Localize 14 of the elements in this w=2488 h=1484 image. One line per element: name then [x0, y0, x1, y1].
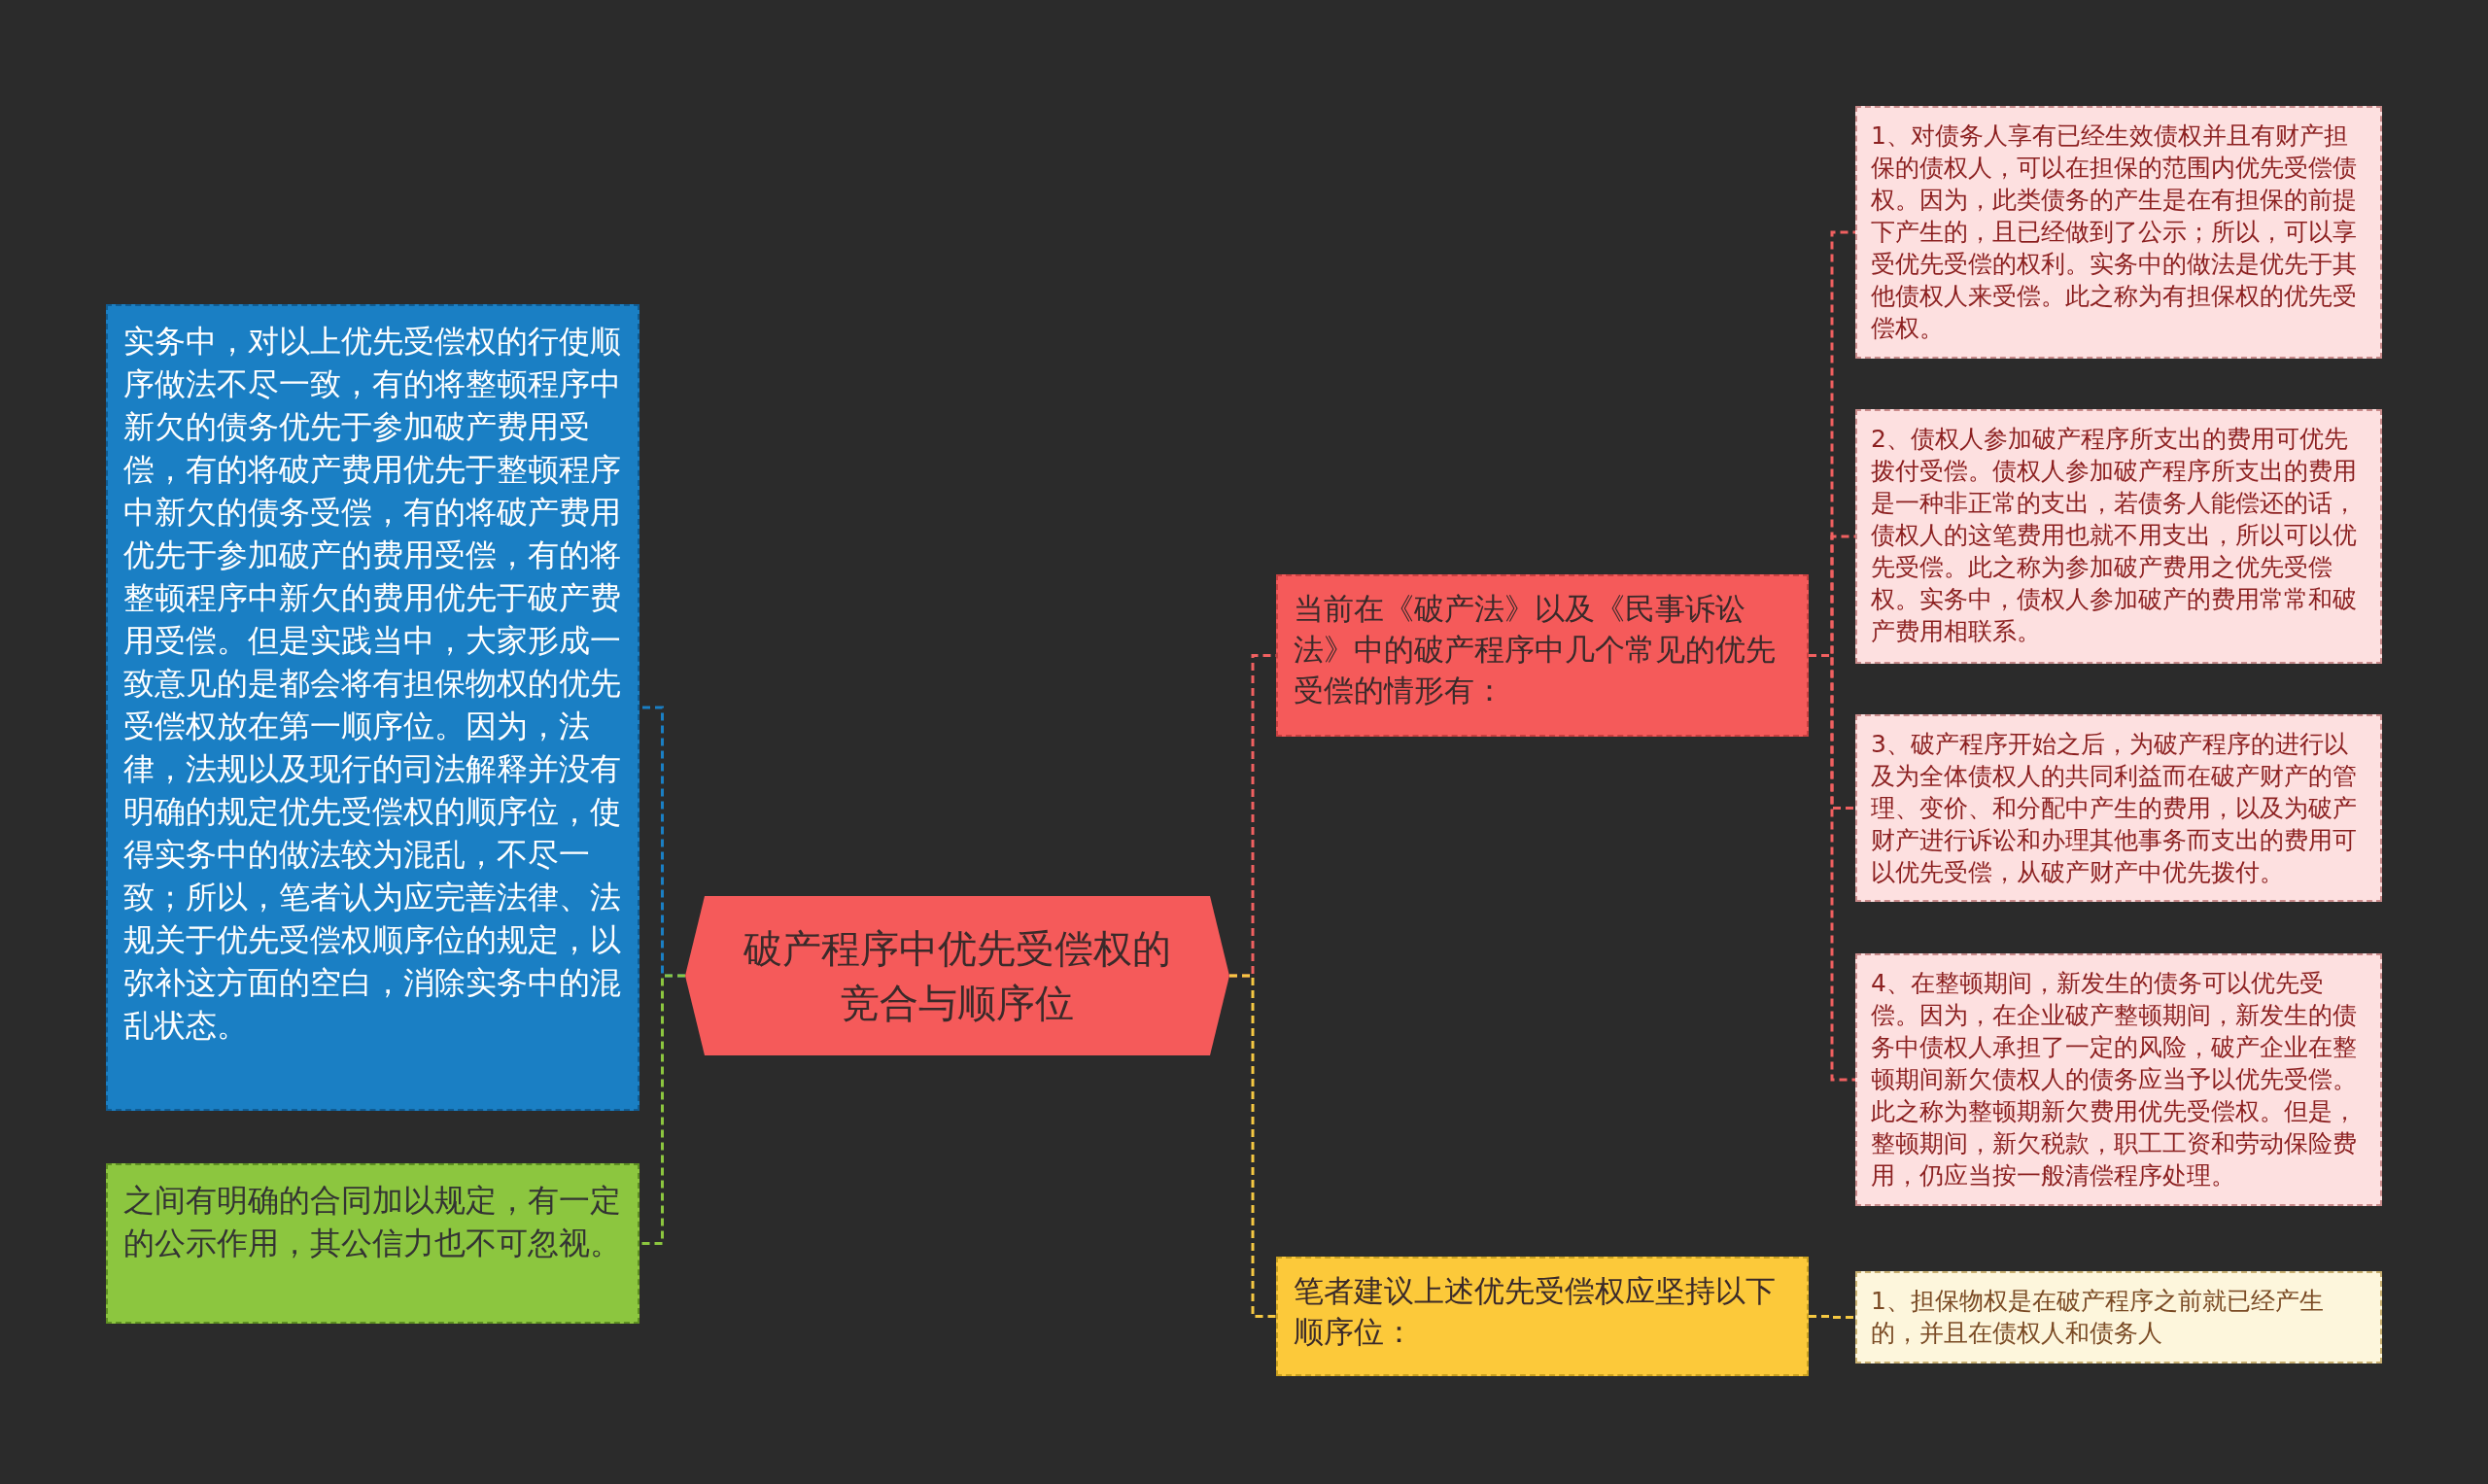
detail-box: 2、债权人参加破产程序所支出的费用可优先拨付受偿。债权人参加破产程序所支出的费用是一种非正常的支出，若债务人能偿还的话，债权人的这笔费用也就不用支出，所以可以优先受偿。此之称为参加破产费用之优先受偿权。实务中，债权人参加破产的费用常常和破产费用相联系。 — [1855, 409, 2382, 664]
connector-line — [1809, 654, 1855, 1082]
detail-box: 1、担保物权是在破产程序之前就已经产生的，并且在债权人和债务人 — [1855, 1271, 2382, 1363]
connector-line — [1229, 974, 1276, 1318]
subtopic-box: 实务中，对以上优先受偿权的行使顺序做法不尽一致，有的将整顿程序中新欠的债务优先于参加破产费用受偿，有的将破产费用优先于整顿程序中新欠的债务受偿，有的将破产费用优先于参加破产的费用受偿，有的将整顿程序中新欠的费用优先于破产费用受偿。但是实践当中，大家形成一致意见的是都会将有担保物权的优先受偿权放在第一顺序位。因为，法律，法规以及现行的司法解释并没有明确的规定优先受偿权的顺序位，使得实务中的做法较为混乱，不尽一致；所以，笔者认为应完善法律、法规关于优先受偿权顺序位的规定，以弥补这方面的空白，消除实务中的混乱状态。 — [106, 304, 639, 1111]
connector-line — [1809, 1315, 1855, 1319]
central-topic-hexagon: 破产程序中优先受偿权的竞合与顺序位 — [685, 896, 1229, 1055]
subtopic-box: 之间有明确的合同加以规定，有一定的公示作用，其公信力也不可忽视。 — [106, 1163, 639, 1324]
detail-box: 3、破产程序开始之后，为破产程序的进行以及为全体债权人的共同利益而在破产财产的管理、变价、和分配中产生的费用，以及为破产财产进行诉讼和办理其他事务而支出的费用可以优先受偿，从破产财产中优先拨付。 — [1855, 714, 2382, 902]
detail-box: 4、在整顿期间，新发生的债务可以优先受偿。因为，在企业破产整顿期间，新发生的债务中债权人承担了一定的风险，破产企业在整顿期间新欠债权人的债务应当予以优先受偿。此之称为整顿期新欠费用优先受偿权。但是，整顿期间，新欠税款，职工工资和劳动保险费用，仍应当按一般清偿程序处理。 — [1855, 953, 2382, 1206]
subtopic-box: 笔者建议上述优先受偿权应坚持以下顺序位： — [1276, 1257, 1809, 1376]
connector-line — [639, 974, 685, 1245]
subtopic-box: 当前在《破产法》以及《民事诉讼法》中的破产程序中几个常见的优先受偿的情形有： — [1276, 574, 1809, 737]
detail-box: 1、对债务人享有已经生效债权并且有财产担保的债权人，可以在担保的范围内优先受偿债权。因为，此类债务的产生是在有担保的前提下产生的，且已经做到了公示；所以，可以享受优先受偿的权利。实务中的做法是优先于其他债权人来受偿。此之称为有担保权的优先受偿权。 — [1855, 106, 2382, 359]
